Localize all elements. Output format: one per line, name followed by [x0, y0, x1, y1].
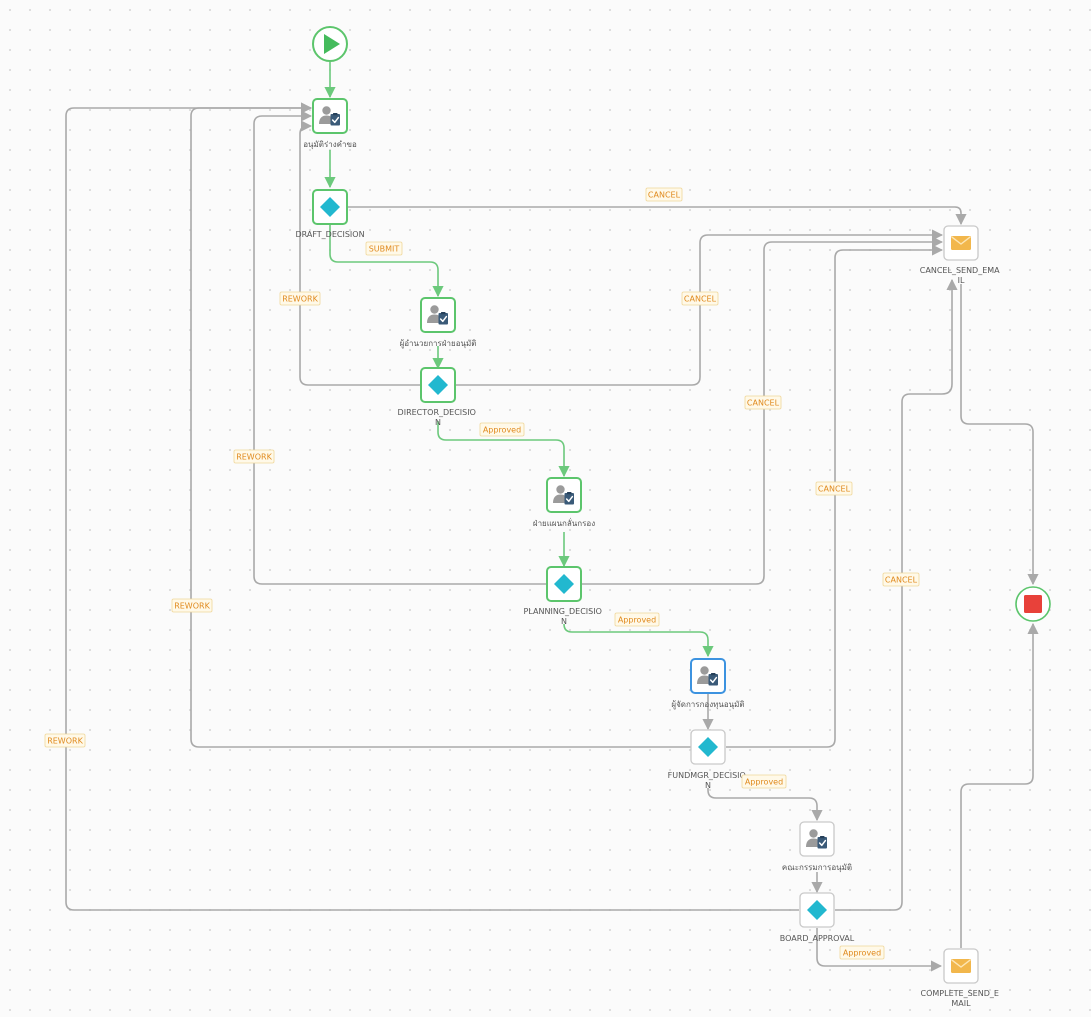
fundmgr-decision-label: FUNDMGR_DECISIO N [668, 771, 749, 790]
start-event[interactable] [312, 26, 348, 62]
svg-text:CANCEL: CANCEL [885, 576, 918, 585]
edge-board-cancel[interactable] [835, 278, 958, 911]
gateway-draft-decision[interactable]: DRAFT_DECISION [295, 189, 365, 239]
director-decision-label: DIRECTOR_DECISIO N [398, 408, 479, 427]
diamond-icon [554, 574, 574, 594]
svg-text:Approved: Approved [618, 616, 656, 625]
label-board-cancel[interactable]: CANCEL [882, 572, 920, 587]
mail-icon [950, 235, 972, 251]
svg-text:REWORK: REWORK [47, 737, 83, 746]
label-planning-approved[interactable]: Approved [614, 612, 660, 627]
user-task-draft[interactable]: อนุมัติร่างคำขอ [303, 98, 357, 149]
stop-icon [1024, 595, 1042, 613]
draft-decision-label: DRAFT_DECISION [295, 230, 364, 239]
mail-task-cancel-send-email[interactable]: CANCEL_SEND_EMA IL [920, 225, 1002, 285]
mail-icon [950, 958, 972, 974]
edge-cancel-to-end[interactable] [960, 284, 1039, 586]
svg-text:CANCEL: CANCEL [648, 191, 681, 200]
svg-text:CANCEL: CANCEL [747, 399, 780, 408]
mail-task-complete-send-email[interactable]: COMPLETE_SEND_E MAIL [921, 948, 1002, 1008]
diamond-icon [807, 900, 827, 920]
svg-text:REWORK: REWORK [174, 602, 210, 611]
svg-text:CANCEL: CANCEL [684, 295, 717, 304]
svg-text:Approved: Approved [745, 778, 783, 787]
label-draft-submit[interactable]: SUBMIT [365, 241, 403, 256]
edge-fundmgr-cancel[interactable] [726, 244, 944, 748]
label-planning-cancel[interactable]: CANCEL [744, 395, 782, 410]
edge-planning-approved[interactable] [563, 623, 714, 658]
label-director-approved[interactable]: Approved [479, 422, 525, 437]
user-task-fundmgr[interactable]: ผู้จัดการกองทุนอนุมัติ [671, 658, 745, 710]
svg-text:REWORK: REWORK [282, 295, 318, 304]
label-board-rework[interactable]: REWORK [44, 733, 86, 748]
task-director-label: ผู้อำนวยการฝ่ายอนุมัติ [400, 339, 477, 349]
edge-board-approved[interactable] [816, 928, 943, 972]
edge-planning-cancel[interactable] [582, 236, 944, 585]
edge-draft-cancel[interactable] [348, 206, 967, 226]
svg-text:CANCEL: CANCEL [818, 485, 851, 494]
edge-labels-layer: CANCEL SUBMIT REWORK CANCEL Approved REW… [44, 187, 920, 960]
edge-director-approved[interactable] [437, 421, 570, 478]
edge-fundmgr-rework[interactable] [190, 102, 691, 748]
end-event[interactable] [1015, 586, 1051, 622]
label-fundmgr-cancel[interactable]: CANCEL [815, 481, 853, 496]
svg-text:SUBMIT: SUBMIT [369, 245, 400, 254]
label-draft-cancel[interactable]: CANCEL [645, 187, 683, 202]
label-director-cancel[interactable]: CANCEL [681, 291, 719, 306]
edge-planning-rework[interactable] [253, 110, 547, 585]
task-draft-label: อนุมัติร่างคำขอ [303, 140, 357, 149]
planning-decision-label: PLANNING_DECISIO N [524, 607, 605, 626]
task-planning-label: ฝ่ายแผนกลั่นกรอง [533, 517, 595, 528]
user-task-planning[interactable]: ฝ่ายแผนกลั่นกรอง [533, 477, 595, 528]
label-fundmgr-rework[interactable]: REWORK [171, 598, 213, 613]
edge-fundmgr-approved[interactable] [707, 788, 823, 822]
label-planning-rework[interactable]: REWORK [233, 449, 275, 464]
gateway-director-decision[interactable]: DIRECTOR_DECISIO N [398, 367, 479, 427]
diamond-icon [428, 375, 448, 395]
svg-text:Approved: Approved [483, 426, 521, 435]
nodes-layer: อนุมัติร่างคำขอ DRAFT_DECISION ผู้อำนวยก… [295, 26, 1051, 1008]
task-board-label: คณะกรรมการอนุมัติ [782, 863, 852, 872]
label-director-rework[interactable]: REWORK [279, 291, 321, 306]
board-approval-label: BOARD_APPROVAL [780, 934, 855, 943]
edges-layer [65, 62, 1039, 972]
diamond-icon [320, 197, 340, 217]
edge-director-cancel[interactable] [456, 229, 944, 386]
edge-director-rework[interactable] [299, 120, 421, 386]
edge-draft-submit[interactable] [329, 225, 444, 298]
task-fundmgr-label: ผู้จัดการกองทุนอนุมัติ [671, 700, 744, 710]
svg-text:Approved: Approved [843, 949, 881, 958]
edge-complete-to-end[interactable] [960, 622, 1039, 948]
cancel-send-email-label: CANCEL_SEND_EMA IL [920, 266, 1002, 285]
diamond-icon [698, 737, 718, 757]
play-icon [324, 34, 340, 54]
user-task-board[interactable]: คณะกรรมการอนุมัติ [782, 821, 852, 872]
svg-text:REWORK: REWORK [236, 453, 272, 462]
complete-send-email-label: COMPLETE_SEND_E MAIL [921, 989, 1002, 1008]
gateway-board-approval[interactable]: BOARD_APPROVAL [780, 892, 855, 943]
user-task-director[interactable]: ผู้อำนวยการฝ่ายอนุมัติ [400, 297, 477, 349]
gateway-fundmgr-decision[interactable]: FUNDMGR_DECISIO N [668, 729, 749, 790]
edge-board-rework[interactable] [65, 102, 799, 911]
label-board-approved[interactable]: Approved [839, 945, 885, 960]
label-fundmgr-approved[interactable]: Approved [741, 774, 787, 789]
gateway-planning-decision[interactable]: PLANNING_DECISIO N [524, 566, 605, 626]
